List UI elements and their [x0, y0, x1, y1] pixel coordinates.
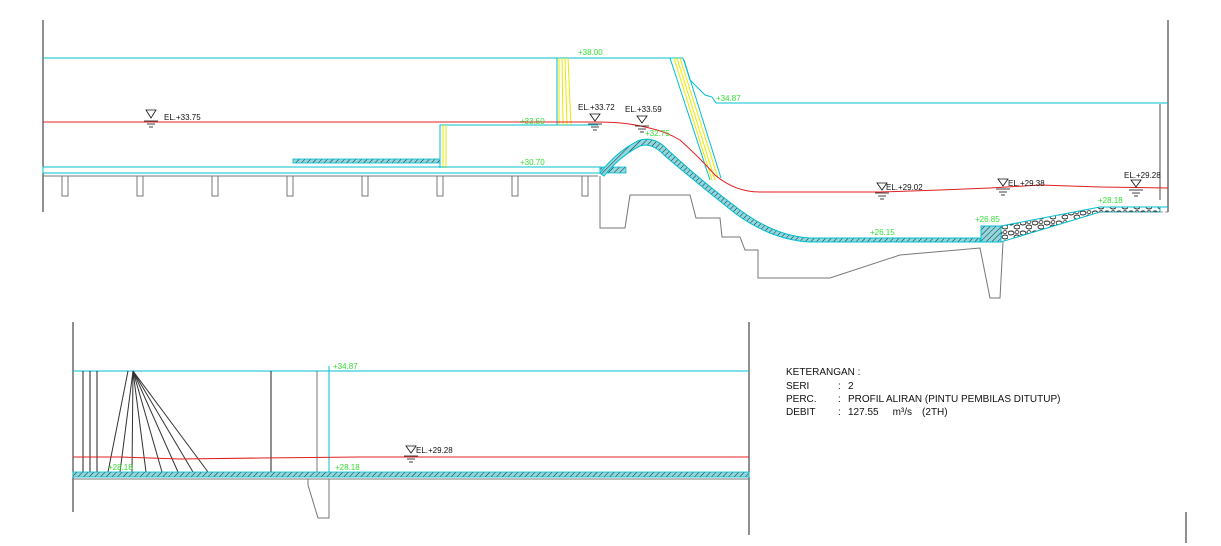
- elev-floor-upstream: +30.70: [520, 158, 545, 167]
- legend-row-perc: PERC. : PROFIL ALIRAN (PINTU PEMBILAS DI…: [786, 393, 1060, 406]
- legend-sep: :: [838, 394, 841, 405]
- svg-text:EL.+29.28: EL.+29.28: [1124, 171, 1161, 180]
- elev-top: +38.00: [578, 48, 603, 57]
- sediment-band: [292, 158, 441, 164]
- svg-text:EL.+29.02: EL.+29.02: [886, 183, 923, 192]
- wl-marker-downstream-3: EL.+29.28: [404, 445, 453, 463]
- svg-text:EL.+29.38: EL.+29.38: [1008, 179, 1045, 188]
- elev-apron: +26.15: [870, 228, 895, 237]
- main-profile: +38.00 +34.87 +33.50 +30.70 +32.75 +26.1…: [42, 20, 1169, 299]
- cutoff-wall: [307, 479, 330, 519]
- elev-downstream-bed: +28.18: [1098, 196, 1123, 205]
- legend-value: 2: [848, 381, 854, 392]
- legend-row-seri: SERI : 2: [786, 380, 1060, 393]
- legend-sep: :: [838, 407, 841, 418]
- water-surface-line-2: [73, 456, 749, 460]
- sloped-gate-lines: [673, 57, 719, 181]
- fan-lines: [107, 370, 209, 473]
- legend-title: KETERANGAN :: [786, 367, 861, 378]
- wl-marker-basin: EL.+29.02: [875, 182, 923, 200]
- legend-block: KETERANGAN : SERI : 2 PERC. : PROFIL ALI…: [786, 366, 1060, 419]
- wl-marker-upstream: EL.+33.75: [144, 109, 201, 128]
- legend-key: PERC.: [786, 394, 817, 405]
- wall-step-line: [682, 57, 1168, 104]
- legend-unit: m³/s: [892, 407, 913, 418]
- weir-body: [599, 138, 981, 243]
- foundation: [599, 176, 1004, 299]
- svg-text:EL.+33.75: EL.+33.75: [164, 113, 201, 122]
- legend-value: PROFIL ALIRAN (PINTU PEMBILAS DITUTUP): [848, 394, 1061, 405]
- wl-marker-gate-upstream: EL.+33.72: [578, 103, 615, 131]
- deck-step-line: [439, 124, 598, 168]
- elev-weir-crest: +32.75: [645, 129, 670, 138]
- legend-note: (2TH): [922, 407, 948, 418]
- upstream-floor: [42, 166, 601, 174]
- elev-end-sill: +26.85: [975, 215, 1000, 224]
- legend-key: DEBIT: [786, 407, 816, 418]
- elev-bed-right: +28.18: [335, 463, 360, 472]
- wl-marker-downstream-1: EL.+29.38: [996, 178, 1045, 196]
- elev-deck-step: +33.50: [520, 117, 545, 126]
- end-sill: [980, 225, 1002, 243]
- elev-wall-top-2: +34.87: [333, 362, 358, 371]
- wl-marker-downstream-2: EL.+29.28: [1124, 171, 1161, 197]
- wl-marker-crest: EL.+33.59: [625, 105, 662, 133]
- downstream-profile: +34.87 +28.18 +28.18 EL.+29.28: [72, 322, 1187, 543]
- elev-bed-left: +28.18: [108, 463, 133, 472]
- legend-row-debit: DEBIT : 127.55 m³/s (2TH): [786, 406, 1060, 419]
- gate-slot: [442, 57, 572, 168]
- bed-layer: [72, 471, 750, 478]
- elev-right-wall: +34.87: [716, 94, 741, 103]
- legend-key: SERI: [786, 381, 810, 392]
- legend-value: 127.55: [848, 407, 879, 418]
- floor-teeth: [43, 175, 598, 197]
- svg-text:EL.+33.59: EL.+33.59: [625, 105, 662, 114]
- svg-text:EL.+33.72: EL.+33.72: [578, 103, 615, 112]
- legend-sep: :: [838, 381, 841, 392]
- svg-text:EL.+29.28: EL.+29.28: [416, 446, 453, 455]
- water-surface-line: [43, 121, 1169, 193]
